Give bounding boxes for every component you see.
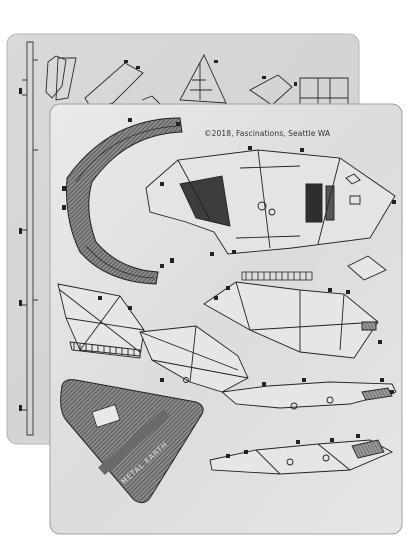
curved-hull-part bbox=[62, 117, 183, 285]
comb-strip-part bbox=[241, 271, 313, 281]
center-lower-part bbox=[139, 325, 249, 396]
middle-wing-part bbox=[203, 281, 382, 359]
lower-long-part-2 bbox=[209, 434, 394, 475]
front-sheet-edge bbox=[49, 103, 403, 535]
ship-top-plate bbox=[145, 146, 396, 256]
front-sheet bbox=[49, 103, 403, 535]
copyright-text: ©2018, Fascinations, Seattle WA bbox=[204, 129, 331, 138]
left-angular-part bbox=[57, 283, 145, 359]
triangle-hatched-part bbox=[60, 379, 204, 504]
lower-long-part-1 bbox=[220, 378, 397, 410]
small-diamond-part bbox=[347, 255, 387, 281]
